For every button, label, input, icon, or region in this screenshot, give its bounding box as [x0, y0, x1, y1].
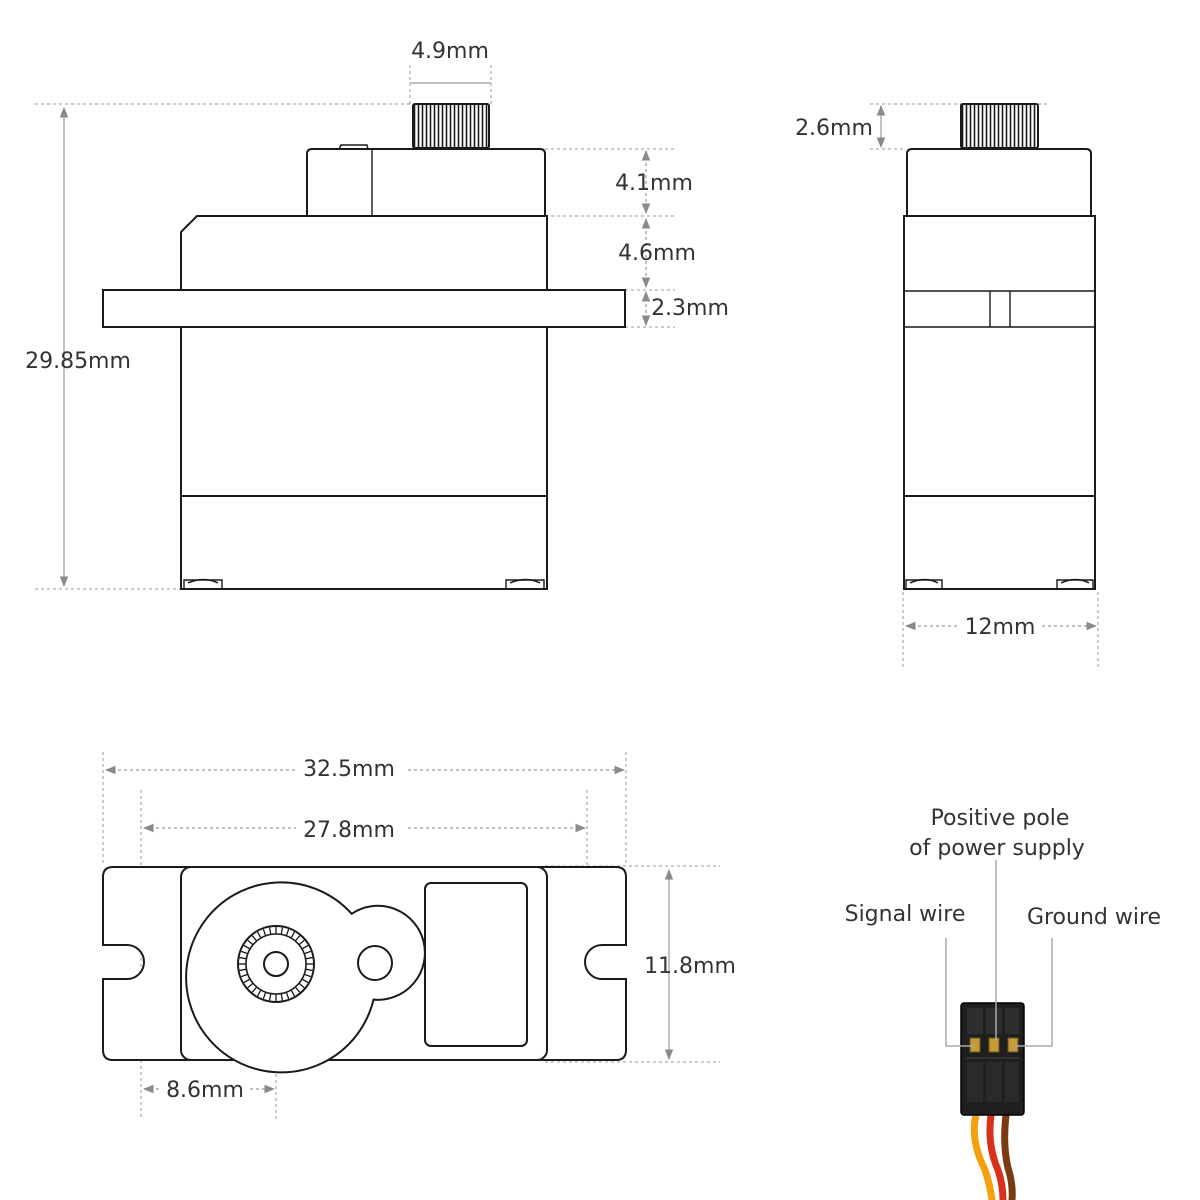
positive-label-line2: of power supply [909, 836, 1085, 861]
gear-tooth [239, 968, 247, 972]
gear-tooth [262, 991, 267, 999]
gear-tooth [294, 986, 301, 993]
positive-label-line1: Positive pole [931, 806, 1070, 831]
gear-tooth [290, 989, 296, 997]
gear-tooth [251, 986, 258, 993]
gear-tooth [251, 935, 258, 942]
front-view: 4.9mm 29.85mm 4.1mm 4.6mm 2.3mm [25, 39, 729, 590]
pin-positive [988, 1037, 1000, 1053]
positive-wire [986, 1111, 1007, 1200]
dim-spline-width: 4.9mm [411, 39, 489, 64]
pin-ground [1007, 1037, 1019, 1053]
output-spline-side [960, 103, 1039, 149]
dim-flange-thickness: 2.3mm [651, 296, 729, 321]
dim-spline-height: 2.6mm [795, 116, 873, 141]
bearing-hole [357, 945, 393, 981]
dim-total-length: 32.5mm [303, 757, 395, 782]
gear-tooth [241, 950, 249, 955]
dim-side-width: 12mm [965, 615, 1036, 640]
label-window [424, 882, 528, 1047]
top-view: 32.5mm 27.8mm 11.8mm 8.6mm [102, 752, 736, 1120]
side-view: 2.6mm 12mm [795, 103, 1099, 668]
ground-wire [1001, 1111, 1016, 1200]
dim-body-width: 11.8mm [644, 954, 736, 979]
ground-label: Ground wire [1027, 905, 1161, 930]
connector-pinout: Positive pole of power supply Signal wir… [845, 806, 1161, 1200]
ground-leader [1014, 938, 1053, 1047]
gear-tooth [290, 931, 296, 939]
dim-total-height: 29.85mm [25, 349, 131, 374]
gear-tooth [303, 973, 311, 978]
gear-tooth [268, 927, 272, 935]
gear-tooth [298, 982, 305, 989]
gear-housing [306, 148, 546, 217]
signal-label: Signal wire [845, 902, 966, 927]
gear-tooth [294, 935, 301, 942]
gear-tooth [241, 973, 249, 978]
gear-tooth [305, 956, 313, 960]
servo-body [180, 215, 548, 590]
gear-tooth [285, 929, 290, 937]
gear-tooth [301, 944, 309, 950]
dim-top-section: 4.1mm [615, 171, 693, 196]
gear-tooth [243, 944, 251, 950]
gear-tooth [243, 978, 251, 984]
gear-tooth [247, 939, 254, 946]
output-spline [412, 103, 490, 149]
gear-tooth [285, 991, 290, 999]
gear-tooth [262, 929, 267, 937]
gear-tooth [247, 982, 254, 989]
gear-tooth [303, 950, 311, 955]
dim-hole-spacing: 27.8mm [303, 818, 395, 843]
servo-body-side [903, 215, 1096, 590]
gear-tooth [305, 968, 313, 972]
gear-tooth [256, 931, 262, 939]
output-shaft [263, 951, 289, 977]
gear-tooth [268, 993, 272, 1001]
dim-shaft-offset: 8.6mm [166, 1078, 244, 1103]
gear-teeth [239, 927, 313, 1001]
gear-tooth [280, 993, 284, 1001]
gear-tooth [256, 989, 262, 997]
gear-tooth [298, 939, 305, 946]
dim-upper-body: 4.6mm [618, 241, 696, 266]
gear-tooth [280, 927, 284, 935]
pin-signal [969, 1037, 981, 1053]
signal-leader [945, 938, 975, 1047]
gear-tooth [301, 978, 309, 984]
signal-wire [970, 1111, 996, 1200]
gear-tooth [239, 956, 247, 960]
